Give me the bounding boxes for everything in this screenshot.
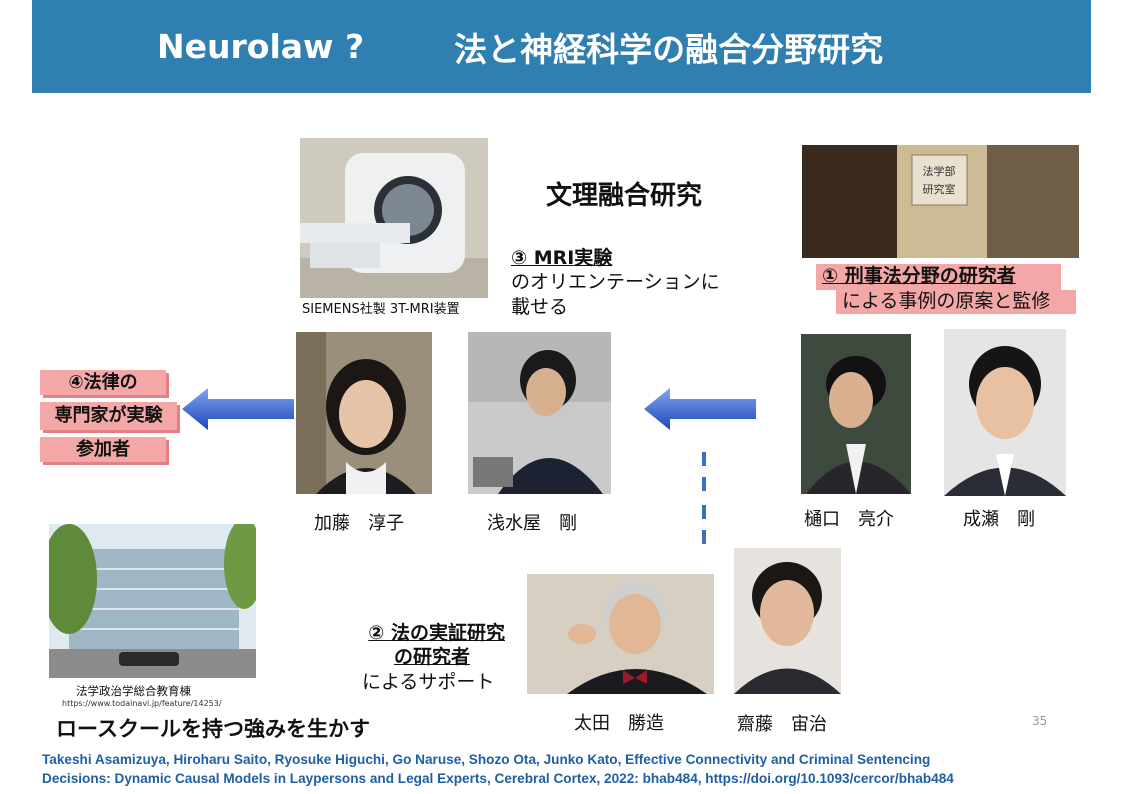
legal-experts-line2: 専門家が実験	[40, 402, 177, 430]
school-caption: 法学政治学総合教育棟	[76, 684, 191, 698]
portrait-asamizuya	[468, 332, 611, 494]
name-higuchi: 樋口 亮介	[804, 509, 894, 530]
mri-point-line2: 載せる	[511, 296, 569, 318]
legal-experts-line3: 参加者	[40, 437, 166, 462]
subtitle: 文理融合研究	[546, 181, 703, 211]
mri-caption: SIEMENS社製 3T-MRI装置	[302, 302, 460, 317]
name-asamizuya: 浅水屋 剛	[487, 513, 577, 534]
name-kato: 加藤 淳子	[314, 513, 404, 534]
criminal-law-highlight-2	[836, 290, 1076, 314]
law-school-building-photo	[49, 524, 256, 678]
school-tagline: ロースクールを持つ強みを生かす	[56, 717, 370, 741]
door-sign-line1: 法学部	[923, 164, 956, 178]
title-jp: 法と神経科学の融合分野研究	[454, 29, 884, 69]
empirical-line1: ② 法の実証研究	[368, 622, 505, 644]
law-faculty-door-photo: 法学部 研究室	[802, 145, 1079, 258]
page-number: 35	[1032, 714, 1048, 728]
mri-point-heading: ③ MRI実験	[511, 247, 613, 269]
slide-title: Neurolaw ? 法と神経科学の融合分野研究	[32, 0, 1091, 93]
name-ota: 太田 勝造	[574, 713, 664, 734]
criminal-law-line: による事例の原案と監修	[842, 290, 1051, 312]
criminal-law-heading: ① 刑事法分野の研究者	[822, 265, 1016, 287]
school-url: https://www.todainavi.jp/feature/14253/	[62, 699, 222, 708]
name-saito: 齋藤 宙治	[737, 714, 827, 735]
portrait-ota	[527, 574, 714, 694]
name-naruse: 成瀬 剛	[963, 509, 1035, 530]
mri-point-line1: のオリエンテーションに	[511, 271, 720, 293]
criminal-law-highlight-1	[816, 264, 1061, 290]
citation-line2: Decisions: Dynamic Causal Models in Layp…	[42, 771, 954, 786]
dash-segment	[702, 477, 706, 491]
portrait-higuchi	[801, 334, 911, 494]
arrow-left-icon	[182, 388, 294, 430]
citation: Takeshi Asamizuya, Hiroharu Saito, Ryosu…	[42, 750, 1102, 788]
title-banner: Neurolaw ? 法と神経科学の融合分野研究	[32, 0, 1091, 93]
dash-segment	[702, 530, 706, 544]
mri-photo	[300, 138, 488, 298]
portrait-kato	[296, 332, 432, 494]
arrow-left-icon-2	[644, 388, 756, 430]
title-en: Neurolaw ?	[157, 27, 365, 66]
legal-experts-line1: ④法律の	[40, 370, 166, 395]
citation-line1: Takeshi Asamizuya, Hiroharu Saito, Ryosu…	[42, 752, 931, 767]
portrait-saito	[734, 548, 841, 694]
dash-segment	[702, 452, 706, 466]
portrait-naruse	[944, 329, 1066, 496]
empirical-line2: の研究者	[393, 646, 470, 668]
dash-segment	[702, 505, 706, 519]
door-sign-line2: 研究室	[923, 182, 956, 196]
empirical-line3: によるサポート	[362, 671, 495, 693]
